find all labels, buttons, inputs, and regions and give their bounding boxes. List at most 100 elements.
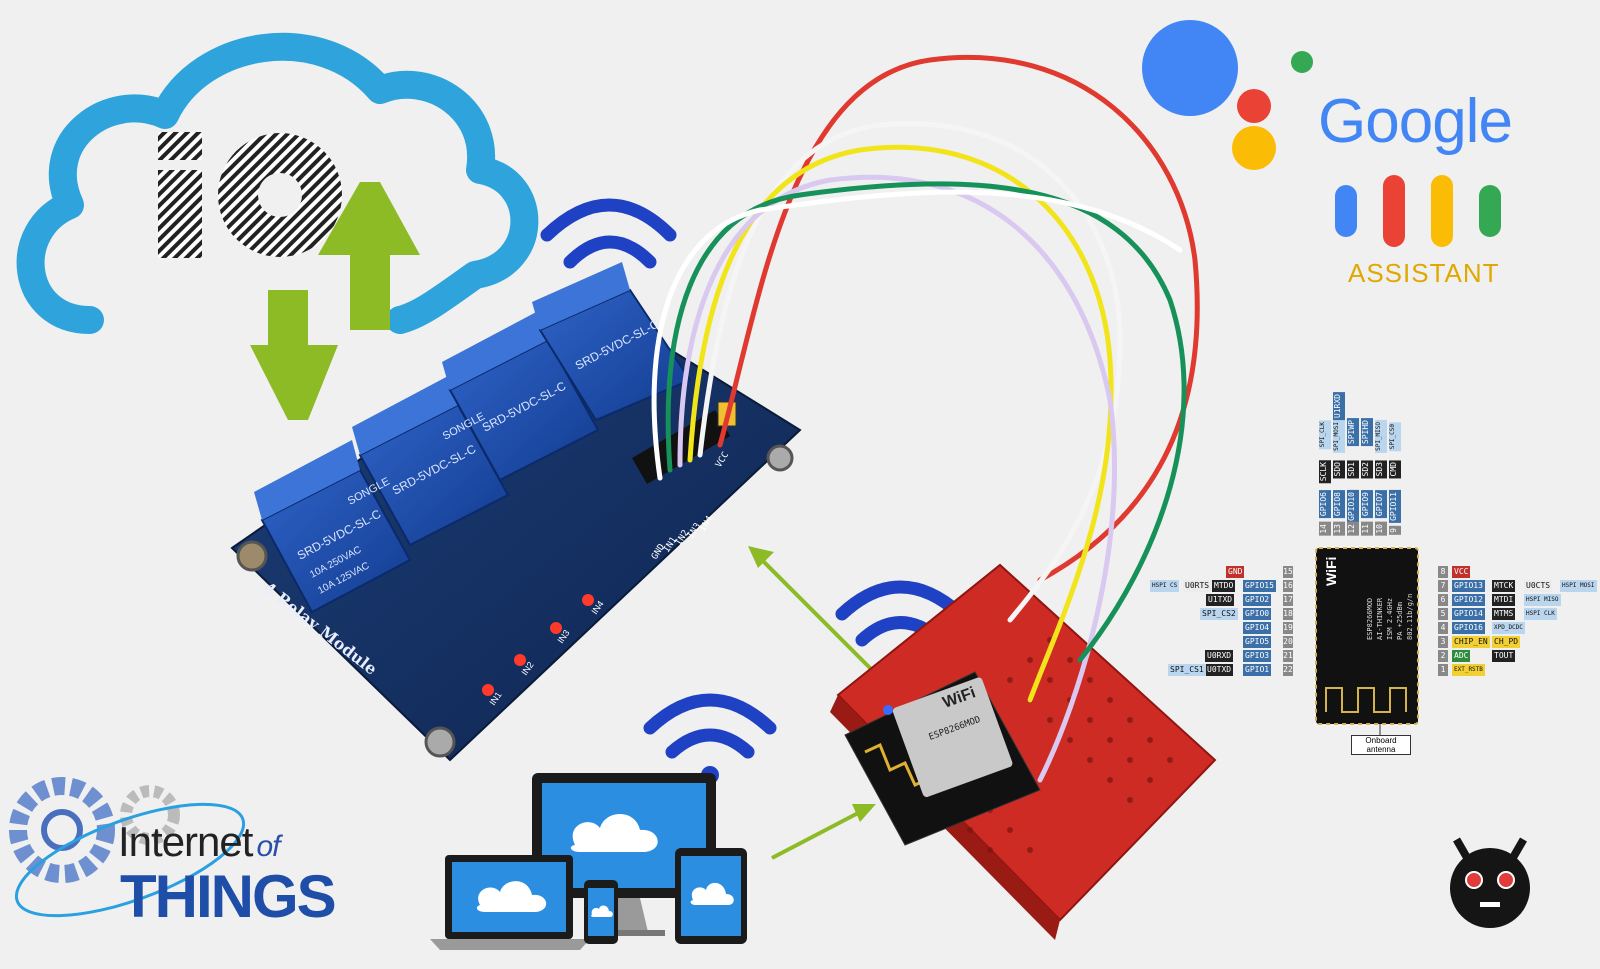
pin-func: SCLK: [1319, 460, 1331, 484]
robot-logo-icon: [1450, 837, 1530, 928]
google-assistant-logo: [1142, 20, 1501, 247]
pin-note: HSPI MISO: [1524, 594, 1561, 606]
pin-func: U1TXD: [1206, 594, 1235, 606]
pin-num: 6: [1438, 594, 1448, 606]
pin-gpio: GPIO3: [1243, 650, 1272, 662]
pin-alt: SPIWP: [1347, 418, 1359, 447]
pin-gpio: GPIO15: [1243, 580, 1276, 592]
arrow-devices-to-esp: [771, 804, 876, 860]
pin-alt: SPI_MISO: [1375, 420, 1387, 453]
adafruit-io-cloud: [16, 32, 539, 420]
pin-alt: SPI_CLK: [1319, 420, 1331, 450]
pin-note: HSPI MOSI: [1560, 580, 1597, 592]
pin-alt: SPI_MOSI: [1333, 420, 1345, 453]
pin-func: SDO: [1333, 460, 1345, 479]
pin-num: 4: [1438, 622, 1448, 634]
chip-spec-2: PA +25dBm: [1396, 602, 1404, 640]
arrow-esp-to-relay: [748, 546, 882, 680]
onboard-antenna-label: Onboard antenna: [1351, 735, 1411, 755]
pin-alt: SPI_CS0: [1389, 422, 1401, 452]
pin-note: HSPI CS: [1150, 580, 1180, 592]
iot-internet-word: Internet: [118, 818, 253, 865]
chip-wifi-text: WiFi: [1323, 557, 1339, 586]
pin-gpio: GPIO2: [1243, 594, 1272, 606]
pin-alt: SPI_CS1: [1168, 664, 1206, 676]
devices-cluster: [430, 773, 747, 950]
pin-func: MTDO: [1212, 580, 1236, 592]
pin-num: 11: [1361, 522, 1373, 536]
pin-gpio: GPIO7: [1375, 490, 1387, 519]
pin-func: MTCK: [1492, 580, 1516, 592]
wifi-icon-devices: [643, 693, 777, 784]
pin-gpio: GPIO12: [1452, 594, 1485, 606]
pin-gpio: GPIO8: [1333, 490, 1345, 519]
chip-vendor-text: AI-THINKER: [1376, 597, 1384, 640]
pin-num: 22: [1283, 664, 1293, 676]
phone-icon: [584, 880, 618, 944]
pin-gpio: ADC: [1452, 650, 1471, 662]
relay-1: [254, 440, 412, 614]
arrow-down-icon: [250, 290, 338, 420]
pin-num: 14: [1319, 522, 1331, 536]
pin-func: SPI_CS2: [1200, 608, 1238, 620]
cloud-icon: [16, 32, 539, 334]
pin-alt: SPIHD: [1361, 418, 1373, 447]
pin-gpio: GPIO4: [1243, 622, 1272, 634]
pin-num: 18: [1283, 608, 1293, 620]
assistant-label: ASSISTANT: [1348, 258, 1500, 288]
esp12-chip: WiFi ESP8266MOD AI-THINKER ISM 2.4GHz PA…: [1315, 547, 1419, 736]
pin-gpio: GPIO14: [1452, 608, 1485, 620]
google-wordmark: Google: [1318, 87, 1513, 156]
relay-3: [442, 310, 600, 482]
relay-module: SRD-5VDC-SL-C SRD-5VDC-SL-C SRD-5VDC-SL-…: [230, 262, 802, 762]
pin-func: XPD_DCDC: [1492, 622, 1525, 634]
chip-model-text: ESP8266MOD: [1366, 598, 1374, 640]
pin-gpio: GPIO10: [1347, 490, 1359, 523]
pin-num: 7: [1438, 580, 1448, 592]
pin-num: 5: [1438, 608, 1448, 620]
pin-num: 8: [1438, 566, 1448, 578]
pin-note: HSPI CLK: [1524, 608, 1557, 620]
chip-spec-1: ISM 2.4GHz: [1386, 598, 1394, 640]
pin-vcc: VCC: [1452, 566, 1471, 578]
relay-2: [352, 375, 510, 547]
io-logo: [158, 132, 342, 258]
tablet-icon: [675, 848, 747, 944]
pin-alt: U0CTS: [1524, 580, 1553, 592]
pin-func: TOUT: [1492, 650, 1516, 662]
pin-func: MTDI: [1492, 594, 1516, 606]
pin-num: 21: [1283, 650, 1293, 662]
iot-things-label: THINGS: [120, 863, 337, 930]
pin-num: 15: [1283, 566, 1293, 578]
pin-gpio: CHIP_EN: [1452, 636, 1490, 648]
pin-func: SD1: [1347, 460, 1359, 479]
arrow-up-icon: [318, 182, 420, 330]
pin-alt2: U1RXD: [1333, 392, 1345, 421]
jumper-wires: [651, 54, 1200, 783]
pin-func: U0RXD: [1205, 650, 1234, 662]
pin-num: 19: [1283, 622, 1293, 634]
iot-gears: [9, 777, 246, 918]
pin-gpio: EXT_RSTB: [1452, 664, 1485, 676]
pin-gpio: GPIO1: [1243, 664, 1272, 676]
pin-gpio: GPIO5: [1243, 636, 1272, 648]
pin-alt: U0RTS: [1183, 580, 1212, 592]
pin-gpio: GPIO11: [1389, 490, 1401, 523]
esp8266-module: WiFi ESP8266MOD: [844, 671, 1041, 846]
pin-func: CH_PD: [1492, 636, 1521, 648]
pin-num: 16: [1283, 580, 1293, 592]
pin-gpio: GPIO6: [1319, 490, 1331, 519]
pin-num: 9: [1389, 526, 1401, 535]
chip-spec-3: 802.11b/g/n: [1406, 594, 1414, 640]
pin-num: 13: [1333, 522, 1345, 536]
pin-func: U0TXD: [1205, 664, 1234, 676]
pin-num: 12: [1347, 522, 1359, 536]
pin-num: 2: [1438, 650, 1448, 662]
pin-num: 3: [1438, 636, 1448, 648]
pin-num: 10: [1375, 522, 1387, 536]
pin-num: 20: [1283, 636, 1293, 648]
pin-gpio: GPIO13: [1452, 580, 1485, 592]
pin-func: SD2: [1361, 460, 1373, 479]
